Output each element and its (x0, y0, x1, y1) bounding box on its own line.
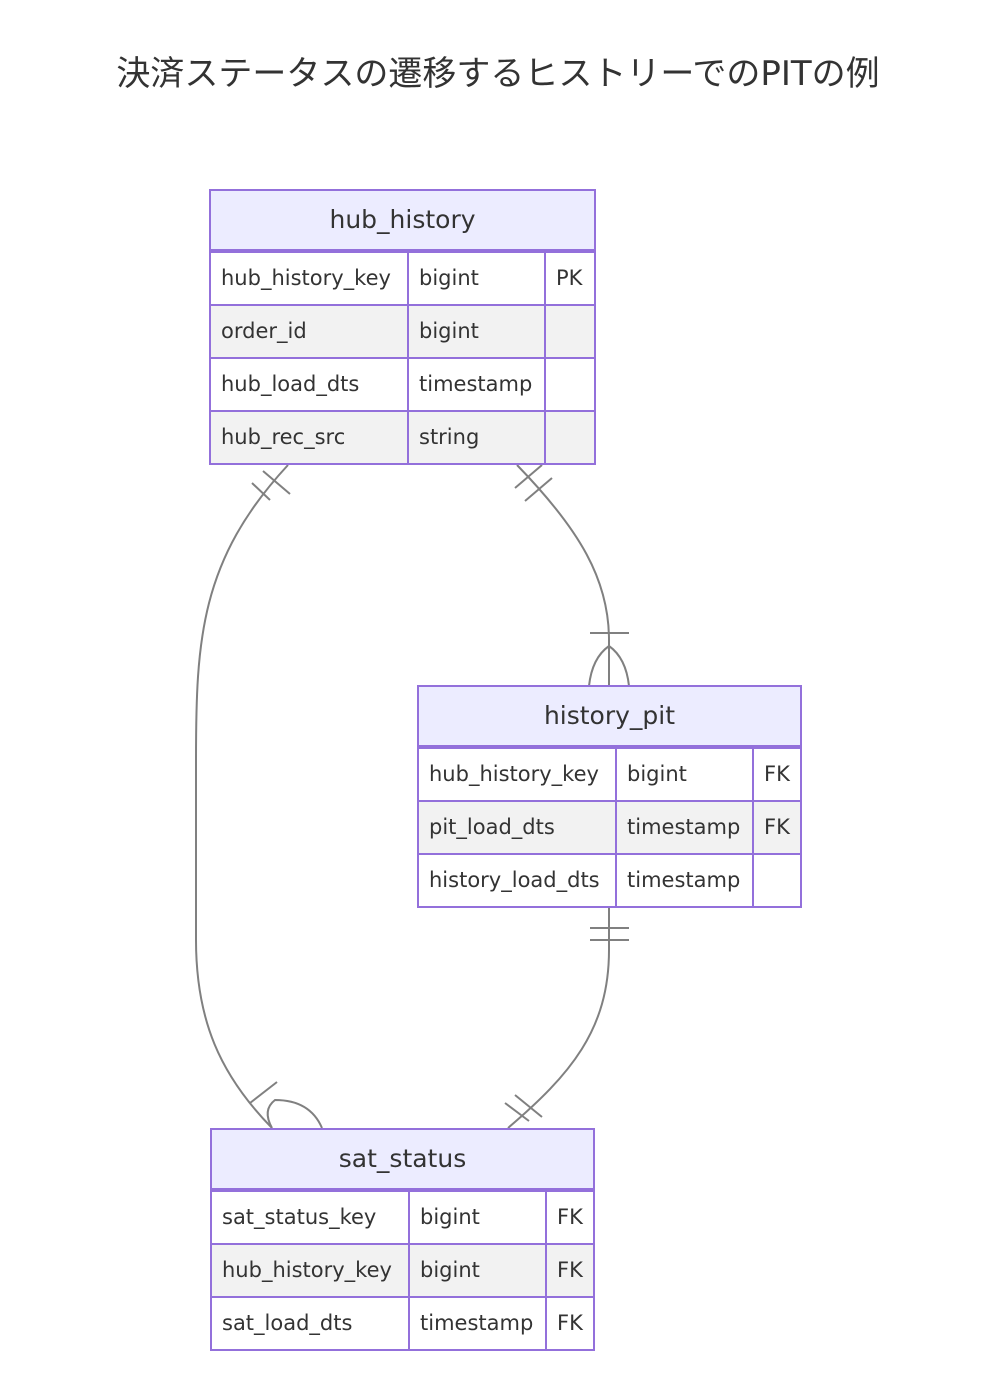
attribute-key: FK (545, 1298, 593, 1349)
attribute-type: bigint (407, 253, 544, 304)
attribute-name: hub_load_dts (221, 372, 360, 396)
one-marker (504, 1102, 530, 1122)
attribute-type: timestamp (408, 1298, 545, 1349)
one-marker (249, 1081, 278, 1104)
attribute-type: string (407, 412, 544, 463)
attribute-type: bigint (408, 1245, 545, 1296)
attribute-name: hub_history_key (222, 1258, 392, 1282)
attribute-row: hub_history_key bigint FK (212, 1243, 593, 1296)
attribute-key (544, 306, 594, 357)
attribute-key: FK (545, 1245, 593, 1296)
attribute-row: hub_rec_src string (211, 410, 594, 463)
attribute-row: order_id bigint (211, 304, 594, 357)
entity-hub-history: hub_history hub_history_key bigint PK or… (209, 189, 596, 465)
attribute-row: hub_load_dts timestamp (211, 357, 594, 410)
one-marker (251, 482, 271, 501)
entity-title: sat_status (212, 1130, 593, 1190)
attribute-type: timestamp (407, 359, 544, 410)
relationship-hub-history-history-pit (514, 464, 630, 687)
attribute-name: hub_history_key (429, 762, 599, 786)
many-marker (266, 1098, 323, 1129)
page-title: 決済ステータスの遷移するヒストリーでのPITの例 (116, 54, 880, 94)
attribute-key: PK (544, 253, 594, 304)
attribute-row: hub_history_key bigint FK (419, 747, 800, 800)
attribute-row: sat_status_key bigint FK (212, 1190, 593, 1243)
attribute-name: order_id (221, 319, 307, 343)
entity-sat-status: sat_status sat_status_key bigint FK hub_… (210, 1128, 595, 1351)
attribute-name: history_load_dts (429, 868, 600, 892)
one-marker (514, 464, 543, 489)
attribute-name: sat_status_key (222, 1205, 377, 1229)
attribute-type: timestamp (615, 802, 752, 853)
attribute-name: sat_load_dts (222, 1311, 353, 1335)
entity-history-pit: history_pit hub_history_key bigint FK pi… (417, 685, 802, 908)
attribute-key (544, 412, 594, 463)
attribute-key: FK (752, 802, 800, 853)
attribute-name: hub_rec_src (221, 425, 346, 449)
attribute-name: hub_history_key (221, 266, 391, 290)
entity-title: history_pit (419, 687, 800, 747)
attribute-row: hub_history_key bigint PK (211, 251, 594, 304)
relationship-history-pit-sat-status (504, 906, 629, 1129)
attribute-key: FK (752, 749, 800, 800)
attribute-type: timestamp (615, 855, 752, 906)
many-marker (588, 644, 630, 687)
one-marker (524, 477, 553, 502)
attribute-key: FK (545, 1192, 593, 1243)
attribute-key (752, 855, 800, 906)
attribute-type: bigint (408, 1192, 545, 1243)
attribute-row: pit_load_dts timestamp FK (419, 800, 800, 853)
relationship-hub-history-sat-status (195, 464, 323, 1129)
attribute-type: bigint (407, 306, 544, 357)
one-marker (262, 470, 291, 495)
attribute-key (544, 359, 594, 410)
entity-title: hub_history (211, 191, 594, 251)
one-marker (514, 1094, 543, 1118)
attribute-name: pit_load_dts (429, 815, 555, 839)
attribute-row: sat_load_dts timestamp FK (212, 1296, 593, 1349)
attribute-type: bigint (615, 749, 752, 800)
attribute-row: history_load_dts timestamp (419, 853, 800, 906)
